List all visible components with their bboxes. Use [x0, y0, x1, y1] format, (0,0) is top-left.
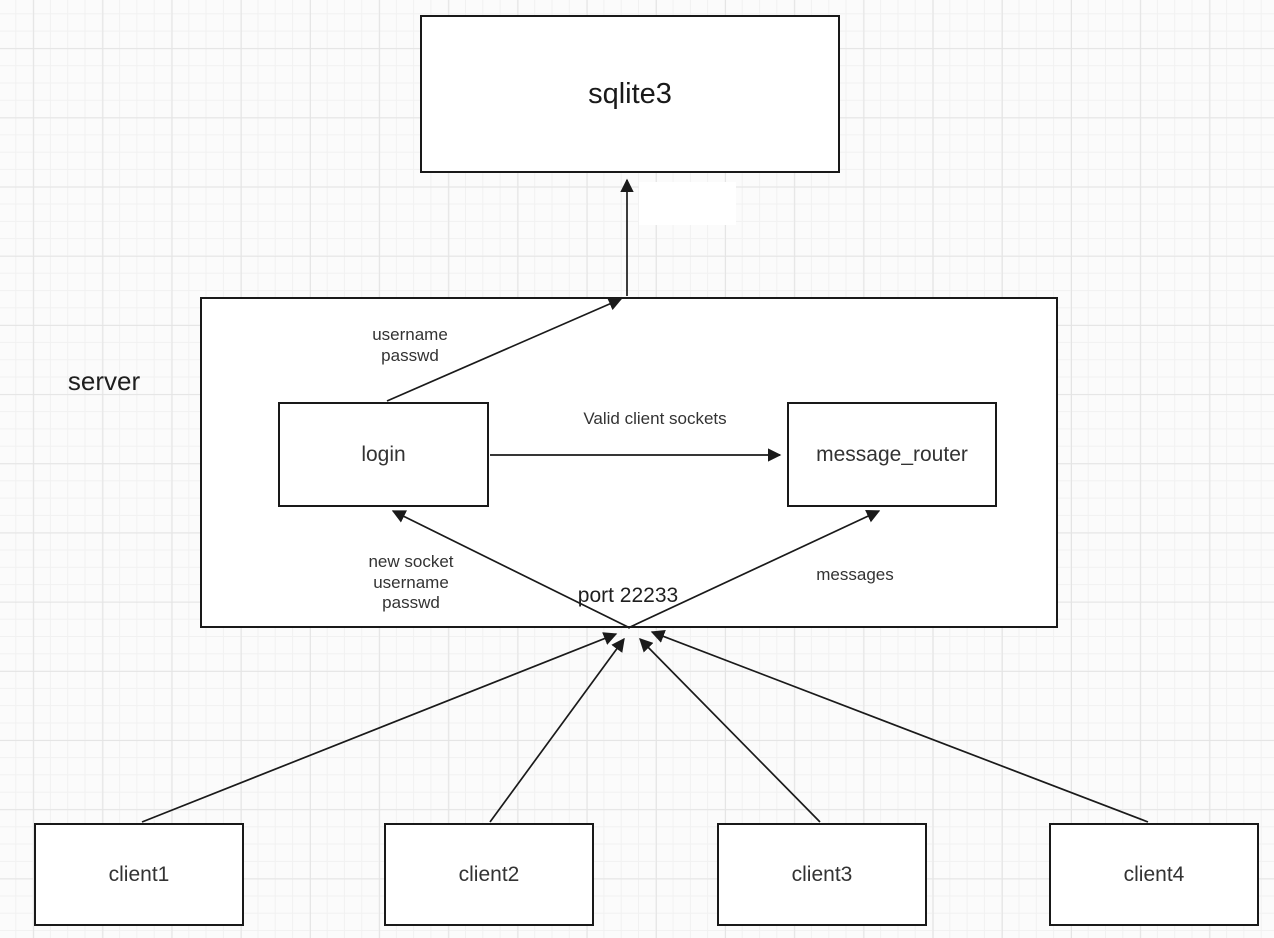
- node-client4: client4: [1049, 823, 1259, 926]
- edge-label-username: username: [372, 325, 448, 344]
- edge-client2-to-port: [489, 637, 625, 823]
- edge-label-new-socket-line3: passwd: [382, 593, 440, 613]
- node-client4-label: client4: [1123, 862, 1185, 886]
- node-login-label: login: [361, 442, 406, 466]
- node-login: login: [278, 402, 489, 507]
- edge-label-new-socket-line1: new socket: [368, 552, 454, 571]
- edge-label-valid-client-sockets: Valid client sockets: [583, 409, 727, 428]
- node-client2-label: client2: [458, 862, 520, 886]
- edge-label-messages: messages: [816, 565, 894, 584]
- edge-client4-to-port: [650, 630, 1149, 823]
- edge-client1-to-port: [141, 632, 618, 823]
- white-patch: [639, 182, 736, 225]
- edge-label-new-socket-line2: username: [373, 572, 449, 592]
- node-client2: client2: [384, 823, 594, 926]
- node-client1: client1: [34, 823, 244, 926]
- edge-label-username-passwd: username passwd: [372, 325, 448, 366]
- node-sqlite3-label: sqlite3: [588, 77, 672, 110]
- node-client1-label: client1: [108, 862, 170, 886]
- node-client3: client3: [717, 823, 927, 926]
- server-label: server: [67, 366, 141, 396]
- node-message-router: message_router: [787, 402, 997, 507]
- node-client3-label: client3: [791, 862, 853, 886]
- edge-client3-to-port: [639, 638, 821, 823]
- edge-label-new-socket: new socket username passwd: [368, 552, 453, 614]
- node-sqlite3: sqlite3: [420, 15, 840, 173]
- edge-label-passwd: passwd: [381, 345, 439, 365]
- node-message-router-label: message_router: [816, 442, 968, 466]
- port-label: port 22233: [577, 584, 679, 607]
